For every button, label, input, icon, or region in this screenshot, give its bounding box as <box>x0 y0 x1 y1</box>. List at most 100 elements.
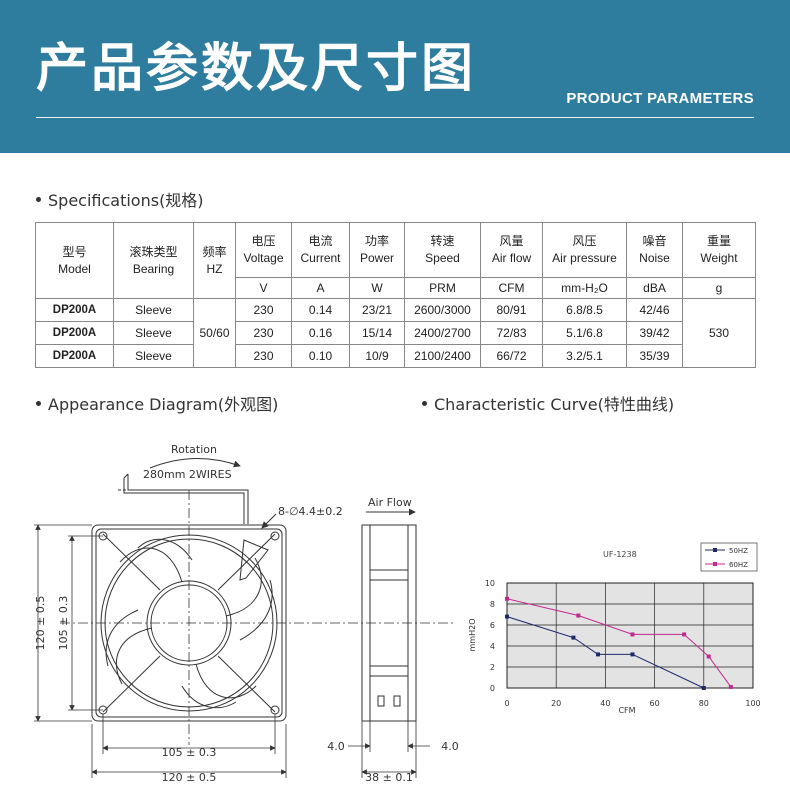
y-tick-label: 2 <box>490 663 495 672</box>
legend-marker-60hz <box>713 562 717 566</box>
unit-pressure: mm-H₂O <box>542 277 627 299</box>
fan-side-view <box>361 524 417 722</box>
data-point-60hz <box>505 596 509 601</box>
dim-hole-vertical: 105 ± 0.3 <box>57 596 70 651</box>
bullet-icon <box>36 400 41 406</box>
y-tick-label: 10 <box>485 579 495 588</box>
dim-flange-right: 4.0 <box>441 740 459 753</box>
cell-model: DP200A <box>35 321 114 345</box>
x-tick-label: 80 <box>699 699 709 708</box>
appearance-heading-text: Appearance Diagram(外观图) <box>48 395 279 414</box>
x-tick-label: 100 <box>745 699 760 708</box>
chart-ylabel: mmH2O <box>468 619 477 652</box>
cell-voltage: 230 <box>235 321 292 345</box>
bullet-icon <box>422 400 427 406</box>
data-point-60hz <box>630 632 635 637</box>
data-point-50hz <box>701 686 706 690</box>
cell-power: 10/9 <box>349 344 405 368</box>
dim-outer-height: 120 ± 0.5 <box>34 596 47 651</box>
table-row: DP200A Sleeve 230 0.10 10/9 2100/2400 66… <box>35 344 756 368</box>
cell-voltage: 230 <box>235 298 292 322</box>
cell-model: DP200A <box>35 298 114 322</box>
cell-speed: 2100/2400 <box>404 344 481 368</box>
legend-box <box>700 542 758 572</box>
page-title: 产品参数及尺寸图 <box>36 39 477 99</box>
cell-noise: 42/46 <box>626 298 683 322</box>
wire-label: 280mm 2WIRES <box>143 468 232 481</box>
cell-bearing: Sleeve <box>113 321 194 345</box>
data-point-60hz <box>706 654 711 659</box>
y-tick-label: 6 <box>490 621 495 630</box>
page-subtitle: PRODUCT PARAMETERS <box>566 90 754 107</box>
table-row: DP200A Sleeve 50/60 230 0.14 23/21 2600/… <box>35 298 756 368</box>
side-dimension-lines <box>348 721 430 778</box>
cell-noise: 35/39 <box>626 344 683 368</box>
y-tick-label: 4 <box>490 642 495 651</box>
y-tick-label: 0 <box>490 684 495 693</box>
rotation-label: Rotation <box>171 443 217 456</box>
table-row: DP200A Sleeve 230 0.16 15/14 2400/2700 7… <box>35 321 756 345</box>
cell-speed: 2600/3000 <box>404 298 481 322</box>
vertical-dimension-lines <box>34 524 103 722</box>
x-tick-label: 40 <box>600 699 610 708</box>
data-point-50hz <box>571 635 576 640</box>
chart-xlabel: CFM <box>618 706 635 715</box>
legend-label-50hz: 50HZ <box>729 547 748 555</box>
y-tick-label: 8 <box>490 600 495 609</box>
data-point-60hz <box>728 684 733 689</box>
unit-power: W <box>349 277 405 299</box>
x-tick-label: 60 <box>650 699 660 708</box>
plot-area <box>506 582 754 689</box>
cell-bearing: Sleeve <box>113 298 194 322</box>
chart-legend: 50HZ 60HZ <box>700 542 758 572</box>
cell-voltage: 230 <box>235 344 292 368</box>
data-point-50hz <box>596 652 601 657</box>
cell-model: DP200A <box>35 344 114 368</box>
cell-pressure: 3.2/5.1 <box>542 344 627 368</box>
cell-frequency: 50/60 <box>193 298 236 368</box>
cell-bearing: Sleeve <box>113 344 194 368</box>
data-point-60hz <box>682 632 687 637</box>
dim-outer-width: 120 ± 0.5 <box>162 771 217 784</box>
curve-heading-text: Characteristic Curve(特性曲线) <box>434 395 675 414</box>
data-point-50hz <box>505 614 509 619</box>
dim-hole-spacing: 105 ± 0.3 <box>162 746 217 759</box>
cell-speed: 2400/2700 <box>404 321 481 345</box>
cell-airflow: 66/72 <box>480 344 543 368</box>
hole-leader <box>261 513 277 529</box>
header-banner: 产品参数及尺寸图 PRODUCT PARAMETERS <box>0 0 790 153</box>
x-tick-label: 20 <box>551 699 561 708</box>
chart-title: UF-1238 <box>603 550 637 559</box>
chart-grid <box>506 582 754 689</box>
hole-label: 8-∅4.4±0.2 <box>278 505 343 518</box>
cell-airflow: 80/91 <box>480 298 543 322</box>
cell-weight: 530 <box>682 298 756 368</box>
cell-current: 0.10 <box>291 344 350 368</box>
x-tick-label: 0 <box>504 699 509 708</box>
horizontal-dimension-lines <box>91 714 287 778</box>
unit-noise: dBA <box>626 277 683 299</box>
data-point-50hz <box>630 652 635 657</box>
specifications-heading: Specifications(规格) <box>36 187 204 211</box>
cell-pressure: 6.8/8.5 <box>542 298 627 322</box>
unit-voltage: V <box>235 277 292 299</box>
unit-speed: PRM <box>404 277 481 299</box>
legend-label-60hz: 60HZ <box>729 561 748 569</box>
cell-pressure: 5.1/6.8 <box>542 321 627 345</box>
rotation-arrow-icon <box>149 458 241 469</box>
unit-current: A <box>291 277 350 299</box>
cell-airflow: 72/83 <box>480 321 543 345</box>
wire-icon <box>118 473 249 524</box>
bullet-icon <box>36 196 41 202</box>
specifications-heading-text: Specifications(规格) <box>48 191 204 210</box>
cell-noise: 39/42 <box>626 321 683 345</box>
header-divider <box>36 117 754 118</box>
